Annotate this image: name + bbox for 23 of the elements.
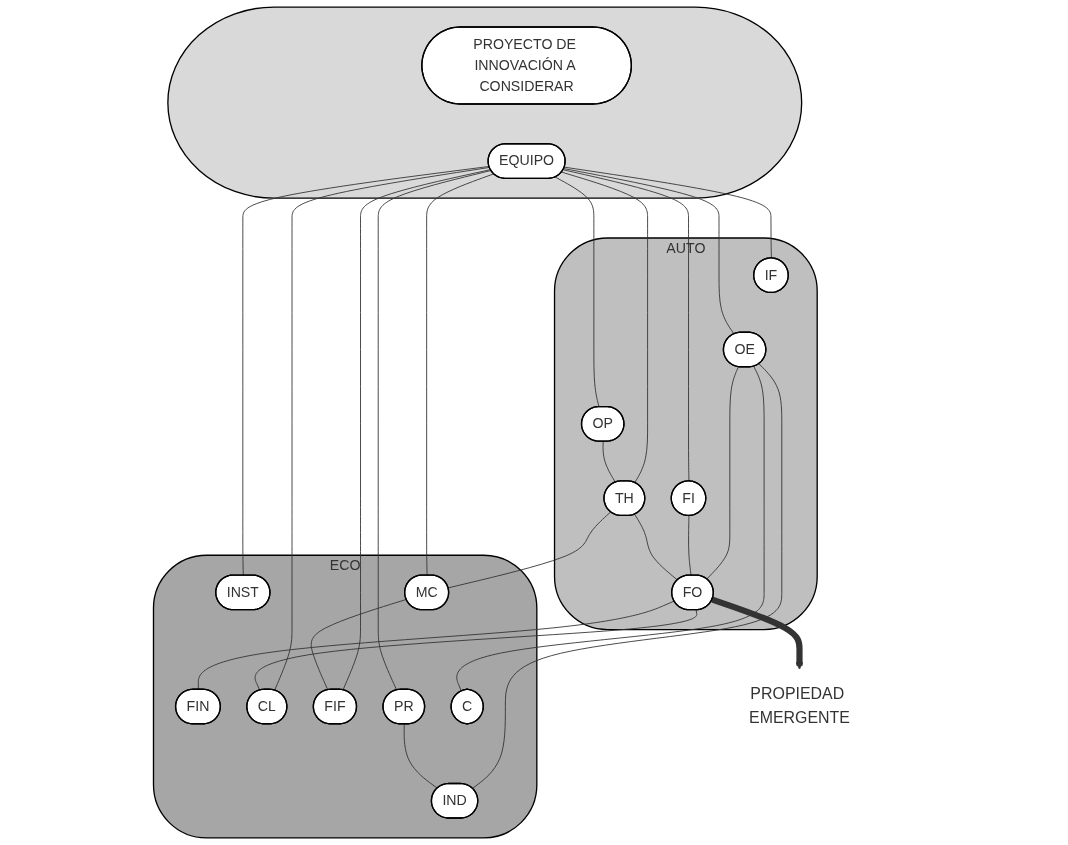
- connector: [688, 515, 692, 576]
- connector: [706, 366, 739, 580]
- connector: [562, 169, 690, 482]
- connector: [310, 598, 407, 691]
- connector: [563, 168, 735, 335]
- connector: [197, 600, 675, 691]
- connector: [447, 511, 612, 589]
- connector: [602, 441, 616, 483]
- connector: [564, 166, 772, 259]
- connector: [472, 363, 783, 789]
- connector: [456, 366, 765, 692]
- connector: [555, 176, 600, 408]
- arrow: [711, 596, 804, 670]
- connector: [377, 170, 492, 691]
- connector: [274, 166, 491, 691]
- connector: [426, 173, 495, 576]
- connector: [634, 514, 679, 581]
- connector: [561, 171, 649, 484]
- connector: [242, 166, 490, 576]
- node-text: PROPIEDAD EMERGENTE: [749, 685, 850, 727]
- connector: [254, 609, 698, 691]
- connector: [403, 723, 438, 789]
- connector: [342, 169, 492, 691]
